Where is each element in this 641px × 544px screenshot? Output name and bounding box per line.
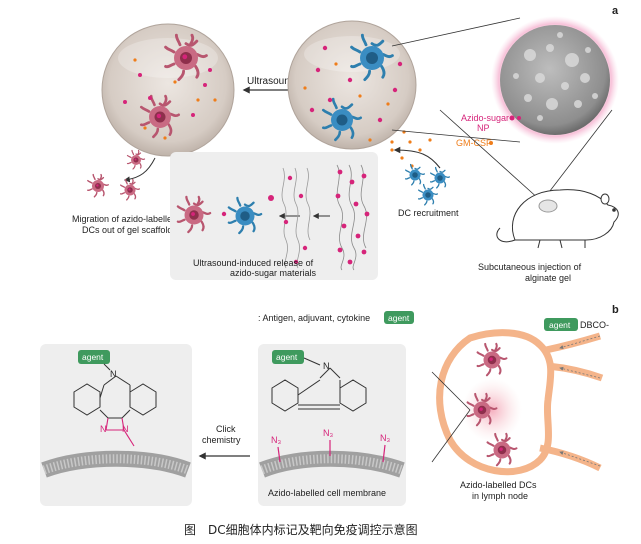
gel-surface-zoom xyxy=(491,16,619,144)
cell-membrane-left xyxy=(41,450,191,478)
dendritic-cell-icon xyxy=(126,149,146,170)
lymph-node-label: Azido-labelled DCs xyxy=(460,480,537,490)
agent-tag-legend xyxy=(384,311,414,324)
triazole-n-label: N xyxy=(100,424,107,434)
agent-tag-text: agent xyxy=(82,352,104,362)
agent-tag xyxy=(78,350,110,364)
migration-arrow xyxy=(123,157,156,183)
gel-middle-particles xyxy=(303,45,406,144)
n-atom-label: N xyxy=(110,369,117,379)
injection-pointer-line xyxy=(542,109,613,201)
click-chemistry-label-2: chemistry xyxy=(202,435,241,445)
azide-n3-label: N₃ xyxy=(271,435,281,445)
release-label: Ultrasound-induced release of xyxy=(193,258,314,268)
azide-n3-label: N₃ xyxy=(380,433,390,443)
azide-stalk xyxy=(277,446,281,463)
gm-csf-particles xyxy=(390,138,432,168)
azide-stalk xyxy=(382,444,386,463)
gel-sphere-middle xyxy=(287,20,417,150)
migration-label: Migration of azido-labelled xyxy=(72,214,177,224)
triazole-n-label: N xyxy=(122,424,129,434)
mouse-illustration xyxy=(496,189,619,249)
release-panel xyxy=(170,152,378,280)
azido-membrane-panel xyxy=(258,344,406,506)
dc-recruitment-label: DC recruitment xyxy=(398,208,459,218)
lymph-node-label-2: in lymph node xyxy=(472,491,528,501)
gel-sphere-left xyxy=(101,23,235,157)
release-label-2: azido-sugar materials xyxy=(230,268,317,278)
panel-label-b: b xyxy=(612,304,619,316)
dbco-agent-tag xyxy=(544,318,578,331)
subcutaneous-label-2: alginate gel xyxy=(525,273,571,283)
dendritic-cell-icon xyxy=(119,178,141,201)
agent-tag-text: agent xyxy=(276,352,298,362)
migration-label-2: DCs out of gel scaffold xyxy=(82,225,172,235)
azido-particle xyxy=(268,195,274,201)
triazole-ring xyxy=(105,417,135,447)
dbco-structure xyxy=(271,357,367,412)
triazole-structure xyxy=(73,363,157,419)
ultrasound-label: Ultrasound xyxy=(247,76,295,87)
azido-particle xyxy=(221,211,227,217)
polymer-particles-loaded xyxy=(335,169,370,265)
lymph-node xyxy=(436,329,604,476)
azido-sugar-np-label-2: NP xyxy=(477,123,490,133)
recruitment-arrow xyxy=(393,146,441,169)
n-atom-label: N xyxy=(323,361,330,371)
azido-membrane-label: Azido-labelled cell membrane xyxy=(268,488,386,498)
gel-left-particles xyxy=(123,58,217,140)
gm-csf-icon xyxy=(489,141,493,145)
gm-csf-label: GM-CSF xyxy=(456,138,492,148)
dendritic-cell-icon xyxy=(429,166,451,189)
cell-membrane-right xyxy=(259,450,405,478)
agent-tag xyxy=(272,350,304,364)
dendritic-cell-icon xyxy=(417,183,439,206)
zoom-line xyxy=(391,129,521,143)
azide-n3-label: N₃ xyxy=(323,428,333,438)
dbco-agent-tag-text: agent xyxy=(549,320,571,330)
figure-caption: 图 DC细胞体内标记及靶向免疫调控示意图 xyxy=(184,522,418,537)
agent-tag-legend-text: agent xyxy=(388,313,410,323)
subcutaneous-label: Subcutaneous injection of xyxy=(478,262,582,272)
injection-pointer-line xyxy=(439,109,541,201)
zoom-line xyxy=(431,371,471,411)
zoom-line xyxy=(391,17,521,47)
dendritic-cell-icon xyxy=(87,173,109,198)
dendritic-cell-icon xyxy=(404,163,426,186)
polymer-particles-released xyxy=(283,175,308,265)
azido-sugar-np-label: Azido-sugar xyxy=(461,113,509,123)
panel-label-a: a xyxy=(612,5,619,17)
click-chemistry-label: Click xyxy=(216,424,236,434)
zoom-line xyxy=(431,409,471,463)
agent-legend-text: : Antigen, adjuvant, cytokine xyxy=(258,313,370,323)
azido-sugar-np-icon xyxy=(509,115,515,121)
dbco-prefix-label: DBCO- xyxy=(580,320,609,330)
